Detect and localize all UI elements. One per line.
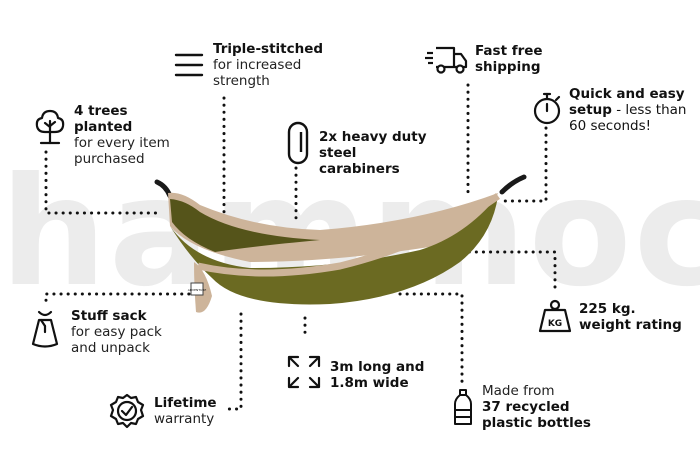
- feature-carabiners: 2x heavy duty steel carabiners: [319, 129, 427, 177]
- hammock-body: [170, 196, 498, 305]
- leader-weight: [453, 250, 557, 294]
- expand-arrows-icon: [287, 355, 321, 389]
- menu-lines-icon: [174, 53, 204, 77]
- hammock-far-side: [170, 199, 320, 252]
- leader-trees: [44, 150, 164, 215]
- hammock-badge-tag: [190, 282, 204, 296]
- weight-kg-icon: KG: [538, 299, 572, 333]
- leader-sack: [44, 292, 198, 307]
- leader-bottles: [398, 292, 464, 387]
- hammock-strap-left: [154, 179, 173, 199]
- hammock-strap-right: [499, 174, 527, 195]
- feature-trees: 4 trees planted for every item purchased: [74, 103, 170, 167]
- hammock-rim: [197, 193, 501, 277]
- feature-bottles: Made from 37 recycled plastic bottles: [482, 383, 591, 431]
- bottle-icon: [454, 389, 472, 425]
- tree-icon: [35, 109, 65, 145]
- feature-stitched: Triple-stitched for increased strength: [213, 41, 324, 89]
- stuff-sack-icon: [31, 310, 59, 348]
- weight-kg-label: KG: [548, 319, 562, 329]
- stopwatch-icon: [533, 92, 561, 125]
- leader-setup: [503, 126, 548, 203]
- feature-weight: 225 kg. weight rating: [579, 301, 682, 333]
- hammock-badge-text: ADVENTURE: [188, 288, 207, 292]
- feature-setup: Quick and easy setup - less than 60 seco…: [569, 86, 687, 134]
- truck-icon: [425, 46, 468, 74]
- carabiner-icon: [287, 121, 309, 165]
- feature-shipping: Fast free shipping: [475, 43, 543, 75]
- feature-sack: Stuff sack for easy pack and unpack: [71, 308, 162, 356]
- feature-lifetime: Lifetime warranty: [154, 395, 217, 427]
- badge-check-icon: [109, 393, 145, 429]
- feature-size: 3m long and 1.8m wide: [330, 359, 425, 391]
